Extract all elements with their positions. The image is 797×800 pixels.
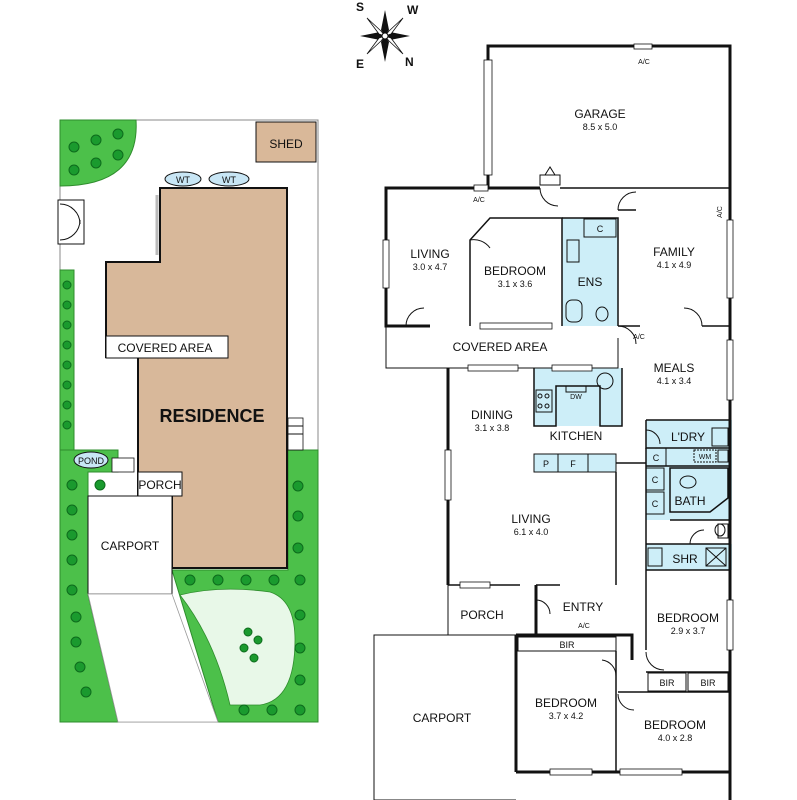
meals-label: MEALS xyxy=(654,361,695,375)
entry-label: ENTRY xyxy=(563,600,603,614)
site-covered-area-label: COVERED AREA xyxy=(118,341,213,355)
bedroom4-label: BEDROOM xyxy=(644,718,706,732)
living1-dims: 3.0 x 4.7 xyxy=(413,262,448,272)
compass-rose: S W E N xyxy=(356,0,419,71)
carport-label: CARPORT xyxy=(413,711,472,725)
pantry-label: P xyxy=(543,459,549,469)
dining-label: DINING xyxy=(471,408,513,422)
site-carport-label: CARPORT xyxy=(101,539,160,553)
compass-s: S xyxy=(356,0,364,14)
dining-dims: 3.1 x 3.8 xyxy=(475,423,510,433)
bedroom3-bir: BIR xyxy=(559,640,575,650)
bedroom2-bir-2: BIR xyxy=(700,678,716,688)
site-wt-1: WT xyxy=(176,175,190,185)
site-residence-label: RESIDENCE xyxy=(159,406,264,426)
bedroom1-dims: 3.1 x 3.6 xyxy=(498,279,533,289)
living1-ac: A/C xyxy=(473,197,485,204)
ens-label: ENS xyxy=(578,275,603,289)
meals-dims: 4.1 x 3.4 xyxy=(657,376,692,386)
bedroom2-label: BEDROOM xyxy=(657,611,719,625)
kitchen-dw: DW xyxy=(570,394,582,401)
bath-label: BATH xyxy=(674,494,705,508)
bedroom2-dims: 2.9 x 3.7 xyxy=(671,626,706,636)
bedroom2-bir-1: BIR xyxy=(659,678,675,688)
wm-label: WM xyxy=(699,454,712,461)
bath-cupboard-1: C xyxy=(653,453,660,463)
covered-area-label: COVERED AREA xyxy=(453,340,548,354)
living2-dims: 6.1 x 4.0 xyxy=(514,527,549,537)
bedroom3-label: BEDROOM xyxy=(535,696,597,710)
site-wt-2: WT xyxy=(222,175,236,185)
bedroom3-dims: 3.7 x 4.2 xyxy=(549,711,584,721)
family-label: FAMILY xyxy=(653,245,695,259)
bath-cupboard-3: C xyxy=(652,499,659,509)
bedroom4-dims: 4.0 x 2.8 xyxy=(658,733,693,743)
living1-label: LIVING xyxy=(410,247,449,261)
site-bushes xyxy=(62,128,306,716)
porch-label: PORCH xyxy=(460,608,503,622)
compass-e: E xyxy=(356,57,364,71)
ens-cupboard: C xyxy=(597,224,604,234)
fridge-label: F xyxy=(570,459,576,469)
compass-w: W xyxy=(407,3,419,17)
family-dims: 4.1 x 4.9 xyxy=(657,260,692,270)
garage-ac: A/C xyxy=(638,59,650,66)
entry-ac: A/C xyxy=(578,623,590,630)
kitchen-label: KITCHEN xyxy=(550,429,603,443)
family-ac: A/C xyxy=(717,206,724,218)
site-porch-label: PORCH xyxy=(138,478,181,492)
site-shed-label: SHED xyxy=(269,137,303,151)
shr-label: SHR xyxy=(672,552,698,566)
site-plan: SHED WT WT COVERED AREA RESIDENCE PORCH … xyxy=(57,119,319,723)
bath-cupboard-2: C xyxy=(652,475,659,485)
meals-ac: A/C xyxy=(633,334,645,341)
garage-label: GARAGE xyxy=(574,107,625,121)
garage-dims: 8.5 x 5.0 xyxy=(583,122,618,132)
living2-label: LIVING xyxy=(511,512,550,526)
laundry-label: L'DRY xyxy=(671,430,705,444)
floor-plan: GARAGE 8.5 x 5.0 A/C A/C LIVING 3.0 x 4.… xyxy=(373,43,734,800)
bedroom1-label: BEDROOM xyxy=(484,264,546,278)
compass-n: N xyxy=(405,55,414,69)
site-pond-label: POND xyxy=(78,456,105,466)
